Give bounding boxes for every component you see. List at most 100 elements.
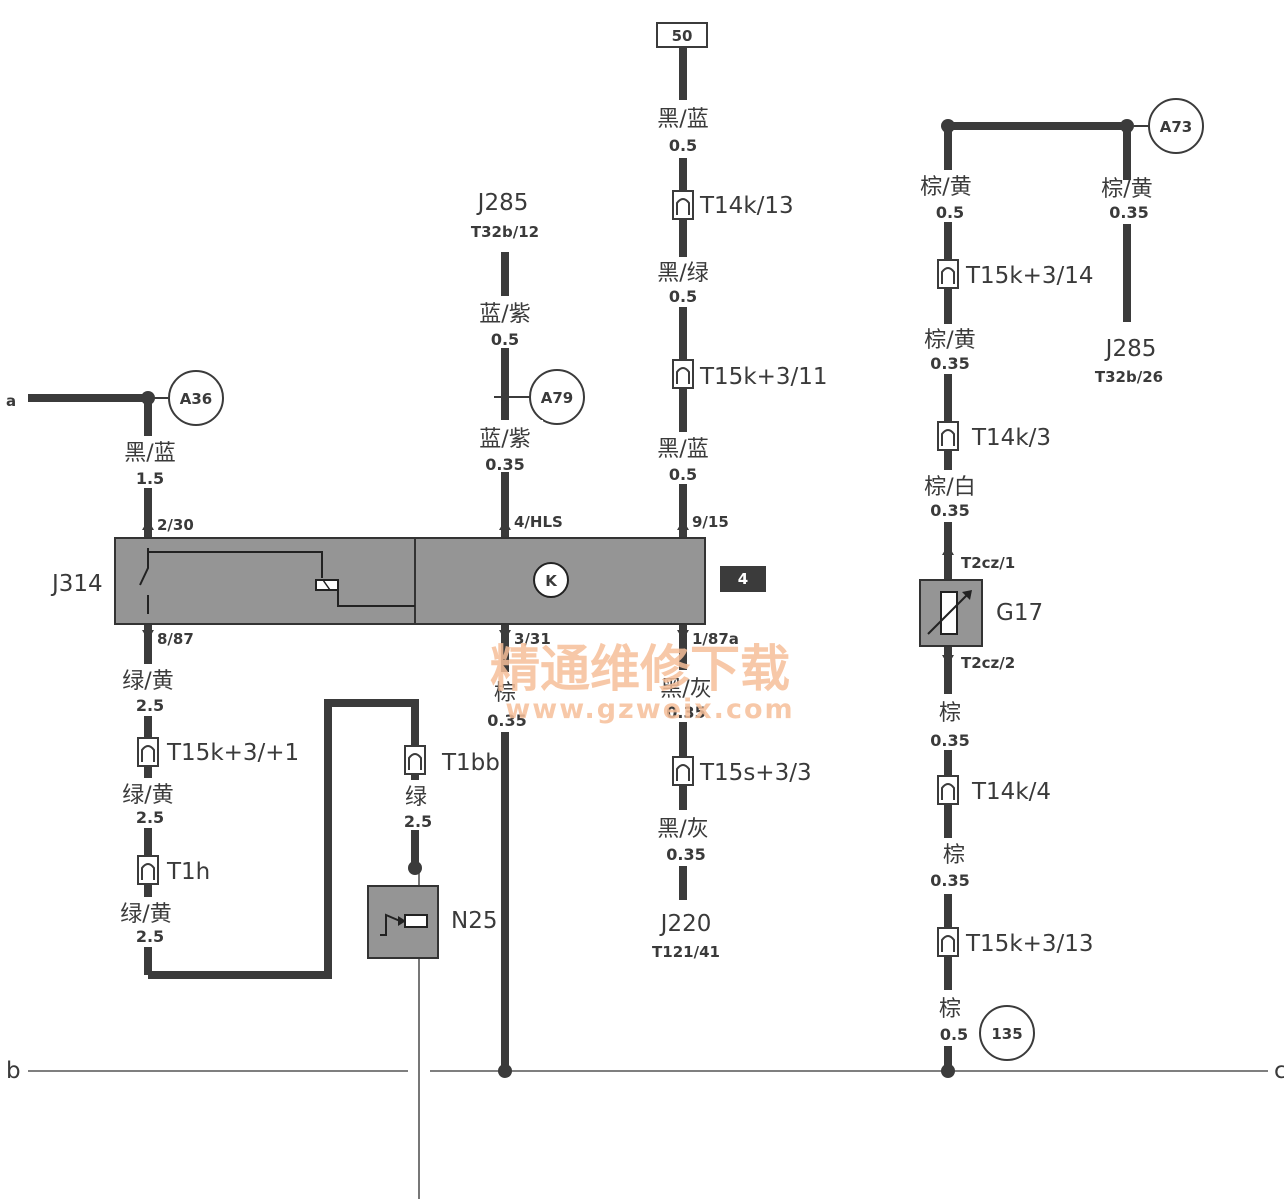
- connector-icon: [937, 421, 959, 451]
- connector-icon: [937, 927, 959, 957]
- circle-label-a73: A73: [1134, 98, 1204, 154]
- j220-label: J220: [659, 911, 712, 937]
- svg-text:K: K: [545, 572, 558, 590]
- wire-labels: 黑/蓝 0.5 黑/绿 0.5 黑/蓝 0.5 黑/灰 0.35 黑/灰 0.3…: [110, 100, 1153, 1046]
- connector-t14k-3: T14k/3: [971, 425, 1051, 451]
- j285-top-label: J285: [476, 190, 529, 216]
- j220-pin: T121/41: [652, 943, 720, 961]
- j285-top-pin: T32b/12: [471, 223, 539, 241]
- connector-icon: [672, 190, 694, 220]
- wire-gauge: 0.35: [930, 501, 969, 520]
- watermark-title: 精通维修下载: [490, 640, 790, 698]
- wire-gauge: 2.5: [136, 696, 164, 715]
- wire-gauge: 0.35: [930, 871, 969, 890]
- wire-color: 棕: [939, 997, 961, 1022]
- wire-gauge: 0.35: [930, 731, 969, 750]
- terminal-50-label: 50: [672, 27, 693, 45]
- wire-color: 黑/灰: [660, 677, 711, 702]
- j285-right-pin: T32b/26: [1095, 368, 1163, 386]
- wire-color: 绿/黄: [122, 783, 173, 808]
- wire-color: 蓝/紫: [479, 427, 530, 452]
- pin-t2cz-2: T2cz/2: [961, 654, 1015, 672]
- connector-t14k-13: T14k/13: [699, 193, 794, 219]
- wire-gauge: 0.35: [1109, 203, 1148, 222]
- connector-icon: [937, 775, 959, 805]
- wire-color: 棕: [943, 843, 965, 868]
- g17-sensor: [919, 579, 983, 647]
- wire-gauge: 0.5: [940, 1025, 968, 1044]
- wire-color: 棕: [494, 681, 516, 706]
- wire-color: 绿/黄: [122, 669, 173, 694]
- connector-icon: [672, 359, 694, 389]
- svg-text:A73: A73: [1160, 118, 1192, 136]
- wire-color: 棕/黄: [924, 328, 975, 353]
- wire-gauge: 0.5: [669, 136, 697, 155]
- edge-label-c: c: [1274, 1058, 1284, 1084]
- connector-t15s-3-3: T15s+3/3: [699, 760, 812, 786]
- wire-color: 黑/绿: [657, 261, 708, 286]
- svg-text:A36: A36: [180, 390, 212, 408]
- pin-1-87a: 1/87a: [692, 630, 739, 648]
- wire-color: 棕/黄: [920, 175, 971, 200]
- svg-text:135: 135: [991, 1025, 1022, 1043]
- terminal-50: 50: [656, 22, 708, 48]
- pin-4-hls: 4/HLS: [514, 513, 563, 531]
- connector-icon: [672, 756, 694, 786]
- pin-9-15: 9/15: [692, 513, 729, 531]
- badge-4: 4: [720, 566, 766, 592]
- j285-right-label: J285: [1104, 336, 1157, 362]
- wire-gauge: 0.5: [936, 203, 964, 222]
- svg-text:A79: A79: [541, 389, 573, 407]
- connector-t15k-3-13: T15k+3/13: [965, 931, 1094, 957]
- pin-2-30: 2/30: [157, 516, 194, 534]
- wire-gauge: 2.5: [404, 812, 432, 831]
- wire-color: 棕/黄: [1101, 177, 1152, 202]
- wire-gauge: 0.35: [930, 354, 969, 373]
- circle-label-135: 135: [979, 1005, 1035, 1061]
- wire-gauge: 0.35: [487, 711, 526, 730]
- wire-color: 黑/灰: [657, 817, 708, 842]
- connector-icon: [137, 737, 159, 767]
- wire-gauge: 0.5: [491, 330, 519, 349]
- edge-label-b: b: [6, 1058, 21, 1084]
- wire-gauge: 1.5: [136, 469, 164, 488]
- connector-t15k-3-p1: T15k+3/+1: [166, 740, 299, 766]
- n25-valve: [367, 885, 439, 959]
- wire-gauge: 0.35: [485, 455, 524, 474]
- g17-label: G17: [996, 600, 1043, 626]
- connector-icon: [937, 259, 959, 289]
- wire-color: 黑/蓝: [657, 437, 708, 462]
- wire-color: 黑/蓝: [124, 441, 175, 466]
- pin-t2cz-1: T2cz/1: [961, 554, 1015, 572]
- wire-color: 棕: [939, 701, 961, 726]
- wire-gauge: 2.5: [136, 808, 164, 827]
- connector-icon: [404, 745, 426, 775]
- pin-3-31: 3/31: [514, 630, 551, 648]
- pin-8-87: 8/87: [157, 630, 194, 648]
- junction-dots: [141, 119, 1134, 1078]
- connector-t14k-4: T14k/4: [971, 779, 1051, 805]
- connector-t1bb: T1bb: [441, 750, 500, 776]
- pin-arrows: [142, 520, 954, 665]
- circle-label-a36: A36: [148, 370, 224, 426]
- wire-color: 棕/白: [924, 475, 975, 500]
- connector-t15k-3-11: T15k+3/11: [699, 364, 828, 390]
- watermark-url: www.gzweix.com: [505, 694, 794, 725]
- watermark: 精通维修下载 www.gzweix.com: [490, 640, 794, 725]
- edge-label-a: a: [6, 392, 16, 410]
- inline-connectors: [137, 190, 959, 957]
- wire-color: 绿/黄: [120, 902, 171, 927]
- ground-lines: [28, 868, 1268, 1199]
- circle-label-a79: A79: [516, 369, 585, 425]
- k-symbol-icon: [533, 562, 569, 598]
- wire-gauge: 0.5: [669, 287, 697, 306]
- j314-label: J314: [50, 571, 103, 597]
- wire-gauge: 2.5: [136, 927, 164, 946]
- n25-label: N25: [451, 908, 497, 934]
- j314-relay: K: [114, 537, 706, 625]
- wire-gauge: 0.35: [666, 703, 705, 722]
- wire-gauge: 0.35: [666, 845, 705, 864]
- wire-color: 黑/蓝: [657, 107, 708, 132]
- svg-text:4: 4: [738, 570, 748, 588]
